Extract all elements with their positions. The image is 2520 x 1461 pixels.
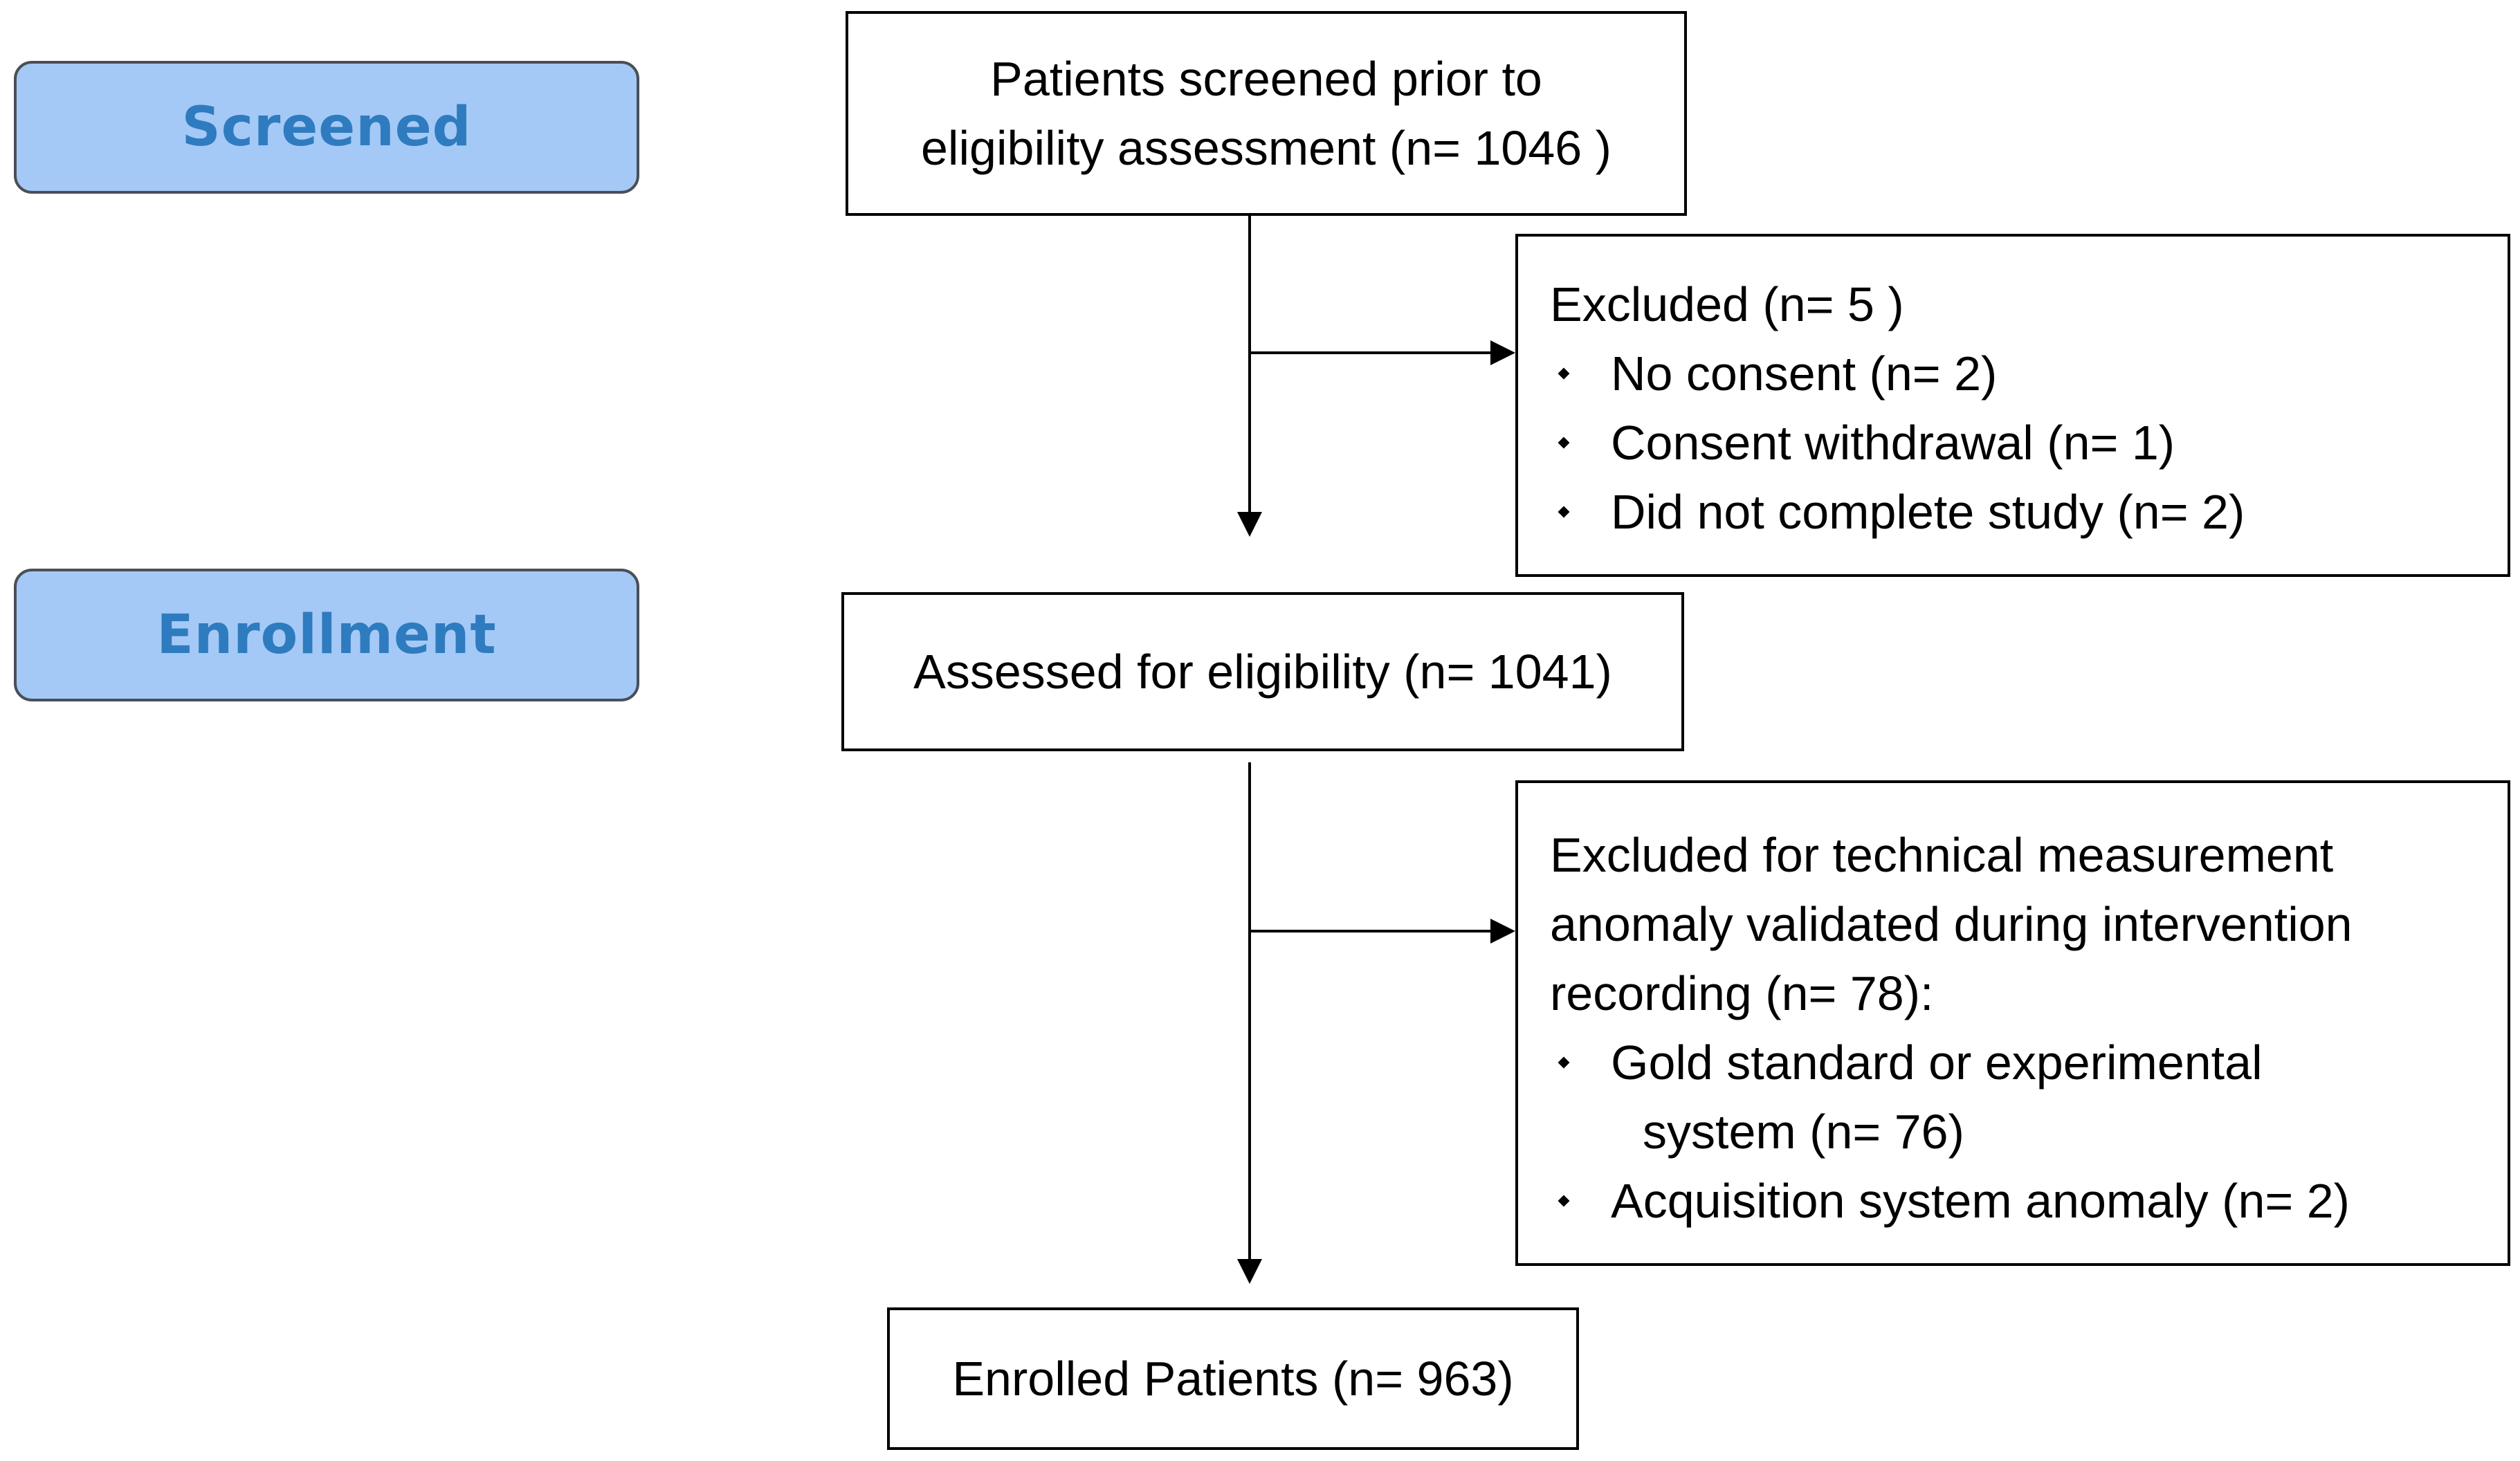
technical-box-line-2: anomaly validated during intervention — [1550, 897, 2353, 951]
bullet-icon — [1550, 1028, 1611, 1097]
excluded-item: Did not complete study (n= 2) — [1550, 477, 2508, 546]
enrolled-patients-box: Enrolled Patients (n= 963) — [887, 1307, 1579, 1450]
bullet-icon — [1550, 477, 1611, 546]
arrowhead-right-excluded — [1490, 340, 1515, 365]
stage-label-screened-text: Screened — [181, 96, 472, 158]
excluded-item: No consent (n= 2) — [1550, 339, 2508, 408]
arrowhead-right-technical — [1490, 919, 1515, 944]
enrolled-box-label: Enrolled Patients (n= 963) — [952, 1352, 1514, 1406]
stage-label-screened: Screened — [14, 61, 639, 194]
bullet-icon — [1550, 1166, 1611, 1235]
technical-item-text: Gold standard or experimental — [1611, 1036, 2263, 1090]
technical-item-text: Acquisition system anomaly (n= 2) — [1611, 1174, 2350, 1228]
stage-label-enrollment: Enrollment — [14, 569, 639, 701]
bullet-icon — [1550, 339, 1611, 408]
screened-box-line-2: eligibility assessment (n= 1046 ) — [921, 121, 1611, 175]
screened-box-line-1: Patients screened prior to — [990, 52, 1542, 106]
excluded-box: Excluded (n= 5 ) No consent (n= 2) Conse… — [1515, 234, 2510, 577]
arrowhead-down-assessed — [1237, 512, 1262, 537]
excluded-box-title: Excluded (n= 5 ) — [1550, 277, 1904, 331]
bullet-icon — [1550, 408, 1611, 477]
stage-label-enrollment-text: Enrollment — [156, 604, 497, 666]
technical-item: Gold standard or experimental — [1550, 1028, 2508, 1097]
screened-patients-box: Patients screened prior to eligibility a… — [846, 11, 1687, 216]
excluded-item-text: Consent withdrawal (n= 1) — [1611, 416, 2175, 470]
technical-box-line-3: recording (n= 78): — [1550, 966, 1934, 1020]
arrowhead-down-enrolled — [1237, 1259, 1262, 1284]
assessed-eligibility-box: Assessed for eligibility (n= 1041) — [841, 592, 1684, 751]
excluded-item-text: Did not complete study (n= 2) — [1611, 485, 2245, 539]
excluded-item: Consent withdrawal (n= 1) — [1550, 408, 2508, 477]
technical-item: Acquisition system anomaly (n= 2) — [1550, 1166, 2508, 1235]
excluded-item-text: No consent (n= 2) — [1611, 347, 1998, 401]
technical-item-continuation: system (n= 76) — [1643, 1105, 1964, 1159]
technical-box-line-1: Excluded for technical measurement — [1550, 828, 2334, 882]
assessed-box-label: Assessed for eligibility (n= 1041) — [913, 645, 1612, 699]
technical-excluded-box: Excluded for technical measurement anoma… — [1515, 780, 2510, 1266]
